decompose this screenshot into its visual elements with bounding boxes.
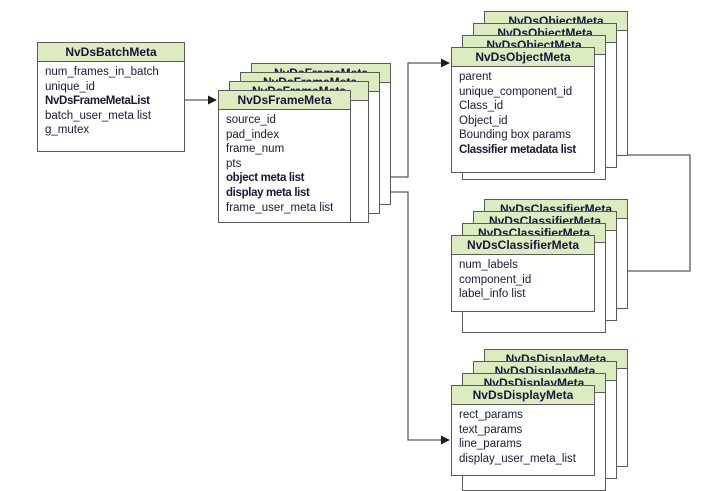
class-fields-object-meta: parent unique_component_id Class_id Obje…: [452, 67, 594, 160]
class-box-batch-meta[interactable]: NvDsBatchMeta num_frames_in_batch unique…: [37, 42, 185, 152]
field-row: NvDsFrameMetaList: [45, 95, 150, 108]
class-title-batch-meta: NvDsBatchMeta: [38, 43, 184, 62]
class-box-frame-meta[interactable]: NvDsFrameMeta source_id pad_index frame_…: [218, 90, 351, 223]
field-row: display meta list: [226, 186, 310, 199]
class-box-display-meta[interactable]: NvDsDisplayMeta rect_params text_params …: [451, 385, 595, 476]
field-row: Object_id: [459, 114, 508, 127]
field-row: batch_user_meta list: [45, 109, 152, 122]
class-fields-classifier-meta: num_labels component_id label_info list: [452, 255, 594, 304]
class-box-classifier-meta[interactable]: NvDsClassifierMeta num_labels component_…: [451, 235, 595, 312]
class-fields-frame-meta: source_id pad_index frame_num pts object…: [219, 110, 350, 217]
field-row: text_params: [459, 423, 523, 436]
field-row: frame_num: [226, 143, 285, 156]
class-title-classifier-meta: NvDsClassifierMeta: [452, 236, 594, 255]
field-row: frame_user_meta list: [226, 201, 334, 214]
field-row: label_info list: [459, 288, 526, 301]
field-row: parent: [459, 71, 492, 83]
field-row: num_labels: [459, 259, 518, 271]
field-row: Classifier metadata list: [459, 143, 576, 156]
class-fields-display-meta: rect_params text_params line_params disp…: [452, 405, 594, 468]
class-title-object-meta: NvDsObjectMeta: [452, 48, 594, 67]
class-title-frame-meta: NvDsFrameMeta: [219, 91, 350, 110]
field-row: pad_index: [226, 128, 280, 141]
field-row: display_user_meta_list: [459, 452, 576, 465]
field-row: Bounding box params: [459, 129, 571, 142]
field-row: pts: [226, 157, 242, 170]
field-row: g_mutex: [45, 124, 90, 137]
wire-frame-to-display: [330, 191, 450, 445]
field-row: object meta list: [226, 172, 305, 185]
field-row: Class_id: [459, 100, 504, 113]
diagram-canvas: NvDsBatchMeta num_frames_in_batch unique…: [37, 11, 691, 491]
field-row: num_frames_in_batch: [45, 66, 159, 78]
class-title-display-meta: NvDsDisplayMeta: [452, 386, 594, 405]
field-row: component_id: [459, 273, 532, 286]
class-box-object-meta[interactable]: NvDsObjectMeta parent unique_component_i…: [451, 47, 595, 173]
field-row: source_id: [226, 114, 276, 126]
field-row: rect_params: [459, 409, 523, 421]
field-row: line_params: [459, 438, 522, 451]
field-row: unique_id: [45, 80, 95, 93]
field-row: unique_component_id: [459, 85, 573, 98]
class-fields-batch-meta: num_frames_in_batch unique_id NvDsFrameM…: [38, 62, 184, 140]
wire-object-to-classifier: [580, 154, 691, 276]
